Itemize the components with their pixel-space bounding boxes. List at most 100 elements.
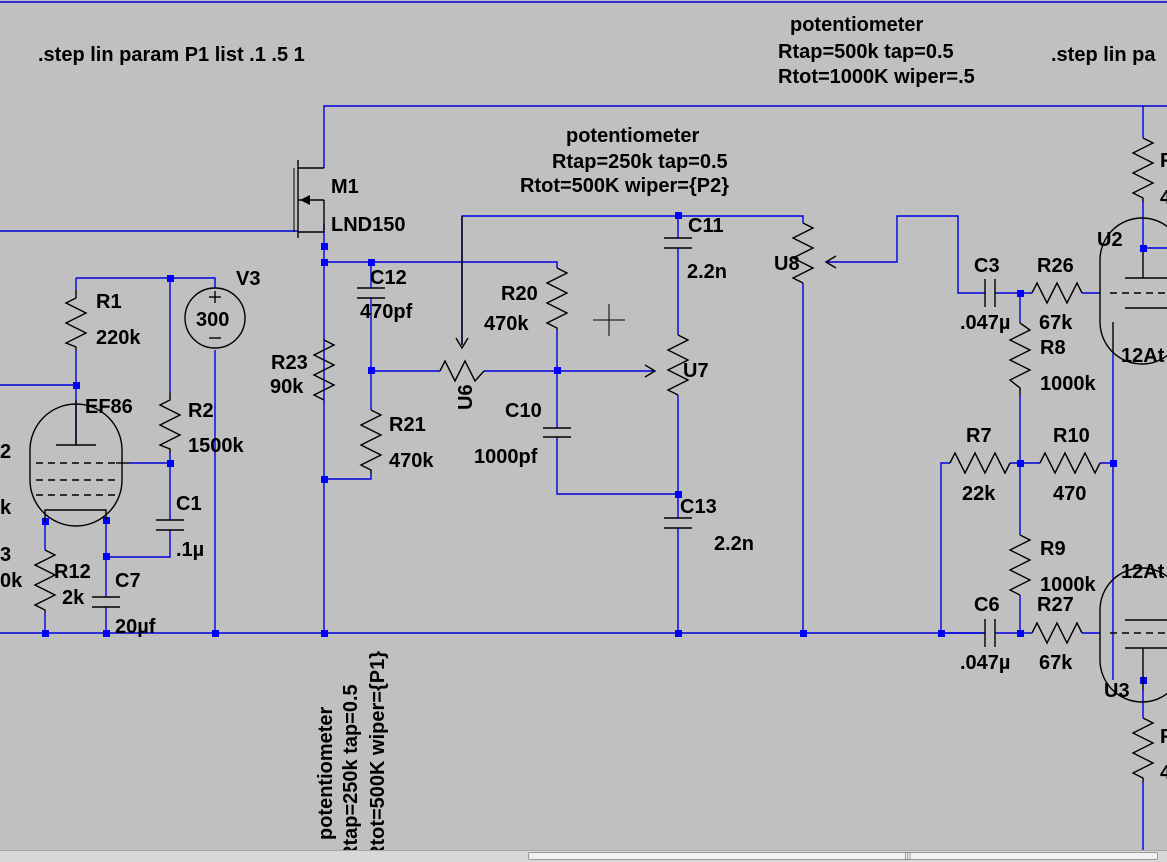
r26-value: 67k: [1039, 312, 1073, 334]
cut-left-2: 2: [0, 441, 11, 463]
r2-ref: R2: [188, 400, 214, 422]
r9-ref: R9: [1040, 538, 1066, 560]
cut-right-4-bot: 4: [1160, 762, 1167, 784]
c12-value: 470pf: [360, 301, 413, 323]
c3-ref: C3: [974, 255, 1000, 277]
u8-ref: U8: [774, 253, 800, 275]
c11-ref: C11: [688, 215, 724, 237]
u3-value: 12At: [1121, 561, 1165, 583]
r26-symbol: [1031, 281, 1083, 305]
r20-ref: R20: [501, 283, 538, 305]
c7-value: 20µf: [115, 616, 156, 638]
c1-value: .1µ: [176, 539, 204, 561]
c11-symbol: [664, 237, 692, 249]
pot-top-title: potentiometer: [790, 14, 924, 36]
c6-symbol: [984, 619, 996, 647]
c13-symbol: [664, 517, 692, 529]
u3-cathode-resistor-symbol: [1131, 717, 1155, 782]
u2-value: 12At: [1121, 345, 1165, 367]
v3-value: 300: [196, 309, 229, 331]
crosshair-cursor-icon: [593, 304, 625, 336]
r23-symbol: [312, 339, 336, 401]
r1-value: 220k: [96, 327, 141, 349]
c12-symbol: [357, 287, 385, 299]
pot-mid-line1: Rtap=250k tap=0.5: [552, 151, 728, 173]
r12-ref: R12: [54, 561, 91, 583]
c12-ref: C12: [370, 267, 407, 289]
resistors: [33, 137, 1155, 782]
pot-top-line1: Rtap=500k tap=0.5: [778, 41, 954, 63]
pot-mid-title: potentiometer: [566, 125, 700, 147]
u6-ref: U6: [455, 384, 477, 410]
ef86-ref: EF86: [85, 396, 133, 418]
u2-ref: U2: [1097, 229, 1123, 251]
ef86-tube-symbol[interactable]: [29, 400, 130, 527]
labels: .step lin param P1 list .1 .5 1 .step li…: [0, 14, 1167, 850]
c1-symbol: [156, 519, 184, 531]
step-directive-right[interactable]: .step lin pa: [1051, 44, 1156, 66]
cut-left-k: k: [0, 497, 12, 519]
cut-right-r-bot: R: [1160, 726, 1167, 748]
r10-ref: R10: [1053, 425, 1090, 447]
c13-value: 2.2n: [714, 533, 754, 555]
r23-value: 90k: [270, 376, 304, 398]
r9-value: 1000k: [1040, 574, 1096, 596]
u7-symbol: [666, 334, 690, 396]
m1-ref: M1: [331, 176, 359, 198]
r21-ref: R21: [389, 414, 426, 436]
m1-value: LND150: [331, 214, 405, 236]
c7-symbol: [92, 596, 120, 608]
r10-value: 470: [1053, 483, 1086, 505]
v3-ref: V3: [236, 268, 260, 290]
r21-value: 470k: [389, 450, 434, 472]
r12-value: 2k: [62, 587, 85, 609]
r8-symbol: [1008, 322, 1032, 395]
c10-value: 1000pf: [474, 446, 538, 468]
r20-value: 470k: [484, 313, 529, 335]
cut-left-0k: 0k: [0, 570, 23, 592]
mosfet-m1-symbol[interactable]: [293, 160, 325, 238]
voltage-source-v3-symbol[interactable]: [184, 287, 246, 349]
c3-symbol: [984, 279, 996, 307]
r23-ref: R23: [271, 352, 308, 374]
scrollbar-thumb[interactable]: [528, 852, 1158, 860]
pot-vert-line2: Rtot=500K wiper={P1}: [367, 651, 389, 850]
r8-value: 1000k: [1040, 373, 1096, 395]
r21-symbol: [359, 409, 383, 474]
pot-top-line2: Rtot=1000K wiper=.5: [778, 66, 975, 88]
c6-value: .047µ: [960, 652, 1010, 674]
c7-ref: C7: [115, 570, 141, 592]
r27-ref: R27: [1037, 594, 1074, 616]
c13-ref: C13: [680, 496, 717, 518]
step-directive-p1[interactable]: .step lin param P1 list .1 .5 1: [38, 44, 305, 66]
r8-ref: R8: [1040, 337, 1066, 359]
r7-value: 22k: [962, 483, 996, 505]
r1-ref: R1: [96, 291, 122, 313]
cut-right-r-top: R: [1160, 150, 1167, 172]
u6-symbol: [439, 359, 485, 383]
pot-vert-title: potentiometer: [315, 706, 337, 840]
u3-ref: U3: [1104, 680, 1130, 702]
r10-symbol: [1039, 451, 1101, 475]
capacitors: [92, 237, 996, 647]
pot-mid-line2: Rtot=500K wiper={P2}: [520, 175, 729, 197]
r7-symbol: [949, 451, 1011, 475]
r27-symbol: [1031, 621, 1083, 645]
u3-tube-symbol[interactable]: [1099, 567, 1167, 703]
c10-symbol: [543, 427, 571, 438]
scrollbar-grip-icon: |||: [904, 852, 912, 860]
pot-vert-line1: Rtap=250k tap=0.5: [340, 684, 362, 850]
r9-symbol: [1008, 534, 1032, 596]
c3-value: .047µ: [960, 312, 1010, 334]
horizontal-scrollbar[interactable]: |||: [0, 850, 1167, 862]
r2-value: 1500k: [188, 435, 244, 457]
c1-ref: C1: [176, 493, 202, 515]
u7-ref: U7: [683, 360, 709, 382]
u8-symbol: [791, 222, 815, 284]
r27-value: 67k: [1039, 652, 1073, 674]
cut-left-3: 3: [0, 544, 11, 566]
u2-tube-symbol[interactable]: [1099, 217, 1167, 365]
u2-plate-resistor-symbol: [1131, 137, 1155, 202]
